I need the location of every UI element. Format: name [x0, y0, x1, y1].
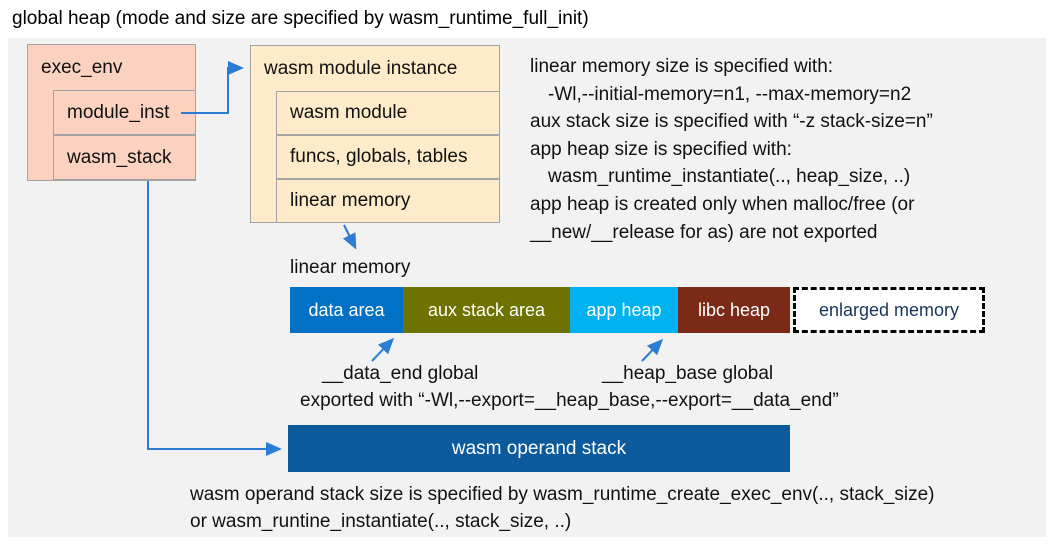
module-instance-row-wasm-module: wasm module	[276, 91, 499, 135]
wasm-operand-stack-bar: wasm operand stack	[288, 425, 790, 472]
diagram-title: global heap (mode and size are specified…	[12, 8, 589, 29]
note-linear-memory-size: linear memory size is specified with:	[530, 56, 834, 77]
note-aux-stack-size: aux stack size is specified with “-z sta…	[530, 111, 933, 133]
note-operand-stack-size-2: or wasm_runtine_instantiate(.., stack_si…	[190, 511, 572, 532]
export-note: exported with “-Wl,--export=__heap_base,…	[300, 390, 839, 411]
exec-env-row-wasm-stack: wasm_stack	[53, 135, 195, 180]
note-app-heap-created-1: app heap is created only when malloc/fre…	[530, 193, 915, 215]
module-instance-header: wasm module instance	[264, 57, 458, 79]
memory-size-notes: linear memory size is specified with: -W…	[530, 53, 1050, 246]
exec-env-box: exec_env module_inst wasm_stack	[27, 44, 196, 181]
exec-env-row-module-inst: module_inst	[53, 90, 195, 135]
note-operand-stack-size-1: wasm operand stack size is specified by …	[190, 484, 935, 505]
note-linker-flags: -Wl,--initial-memory=n1, --max-memory=n2	[548, 83, 912, 105]
segment-app-heap: app heap	[570, 287, 678, 333]
note-app-heap-created-2: __new/__release for as) are not exported	[530, 221, 878, 243]
heap-base-global-label: __heap_base global	[602, 363, 774, 384]
segment-data-area: data area	[290, 287, 403, 333]
linear-memory-bar: data area aux stack area app heap libc h…	[290, 287, 985, 333]
segment-libc-heap: libc heap	[678, 287, 790, 333]
note-app-heap-size: app heap size is specified with:	[530, 138, 792, 160]
segment-enlarged-memory: enlarged memory	[793, 287, 985, 333]
data-end-global-label: __data_end global	[322, 363, 479, 384]
module-instance-row-funcs-globals-tables: funcs, globals, tables	[276, 135, 499, 179]
note-instantiate-call: wasm_runtime_instantiate(.., heap_size, …	[548, 166, 911, 188]
segment-aux-stack-area: aux stack area	[403, 287, 570, 333]
exec-env-header: exec_env	[41, 56, 123, 78]
linear-memory-label: linear memory	[290, 257, 411, 278]
operand-stack-notes: wasm operand stack size is specified by …	[190, 481, 935, 535]
module-instance-row-linear-memory: linear memory	[276, 179, 499, 222]
module-instance-box: wasm module instance wasm module funcs, …	[250, 45, 500, 223]
